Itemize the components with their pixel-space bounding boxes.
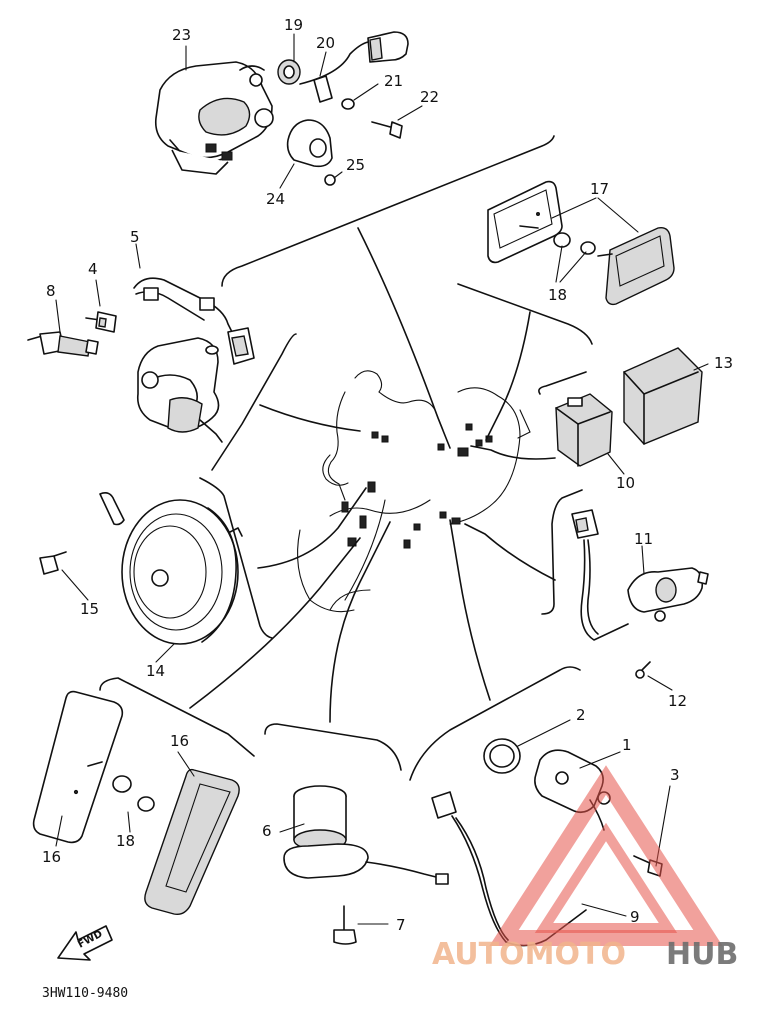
part-6-neutral-switch [283, 785, 449, 885]
callout-6: 6 [262, 822, 272, 840]
part-18-nuts-bottom [87, 761, 155, 812]
callout-16-left: 16 [42, 848, 61, 866]
callout-1: 1 [622, 736, 632, 754]
callout-15: 15 [80, 600, 99, 618]
part-17-reflector-right [597, 226, 675, 306]
part-2-o-ring [483, 738, 521, 774]
part-15-bolt [39, 551, 67, 575]
callout-18-top: 18 [548, 286, 567, 304]
wire-leaders [189, 227, 556, 723]
part-18-nuts-top [553, 232, 596, 255]
fwd-arrow-icon: FWD [57, 925, 113, 961]
callout-21: 21 [384, 72, 403, 90]
callout-labels: 23 19 20 21 22 24 25 17 18 13 10 5 4 8 1… [42, 16, 733, 934]
callout-17: 17 [590, 180, 609, 198]
callout-18-bottom: 18 [116, 832, 135, 850]
part-5-sub-harness [133, 277, 255, 365]
part-24-cover [286, 119, 333, 168]
callout-5: 5 [130, 228, 140, 246]
callout-16-right: 16 [170, 732, 189, 750]
callout-24: 24 [266, 190, 285, 208]
part-22-bolt [371, 121, 403, 139]
part-23-actuator [154, 61, 274, 175]
callout-11: 11 [634, 530, 653, 548]
callout-22: 22 [420, 88, 439, 106]
part-21-washer [341, 98, 355, 110]
part-10-relay [555, 393, 613, 467]
part-7-bolt [333, 905, 357, 945]
engine-housing [136, 337, 223, 443]
actuator-cable [299, 31, 409, 85]
part-11-switch [571, 509, 709, 641]
watermark-text-auto: AUTOMOTO [432, 937, 626, 972]
part-12-screw [635, 661, 651, 679]
callout-7: 7 [396, 916, 406, 934]
central-connectors [341, 423, 493, 549]
callout-9: 9 [630, 908, 640, 926]
part-8-sensor [27, 331, 99, 357]
part-4-switch [85, 311, 117, 333]
part-17-reflector-left [487, 180, 563, 264]
part-9-lead-wire [431, 791, 587, 947]
part-16-reflector-right [144, 768, 240, 916]
part-25-screw [324, 174, 336, 186]
callout-13: 13 [714, 354, 733, 372]
motorcycle-frame-outline [297, 370, 531, 613]
callout-20: 20 [316, 34, 335, 52]
callout-23: 23 [172, 26, 191, 44]
part-16-reflector-left [32, 690, 124, 844]
part-19-grommet [277, 59, 301, 85]
callout-2: 2 [576, 706, 586, 724]
part-14-horn [99, 492, 243, 645]
callout-25: 25 [346, 156, 365, 174]
drawing-code: 3HW110-9480 [42, 986, 128, 1001]
callout-4: 4 [88, 260, 98, 278]
callout-8: 8 [46, 282, 56, 300]
part-13-relay [623, 347, 703, 445]
callout-10: 10 [616, 474, 635, 492]
callout-3: 3 [670, 766, 680, 784]
part-20-collar [313, 75, 333, 103]
callout-12: 12 [668, 692, 687, 710]
watermark-text-hub: HUB [666, 937, 738, 972]
callout-14: 14 [146, 662, 165, 680]
group-boundaries [99, 135, 593, 781]
watermark-logo: AUTOMOTO HUB [432, 765, 738, 972]
callout-19: 19 [284, 16, 303, 34]
